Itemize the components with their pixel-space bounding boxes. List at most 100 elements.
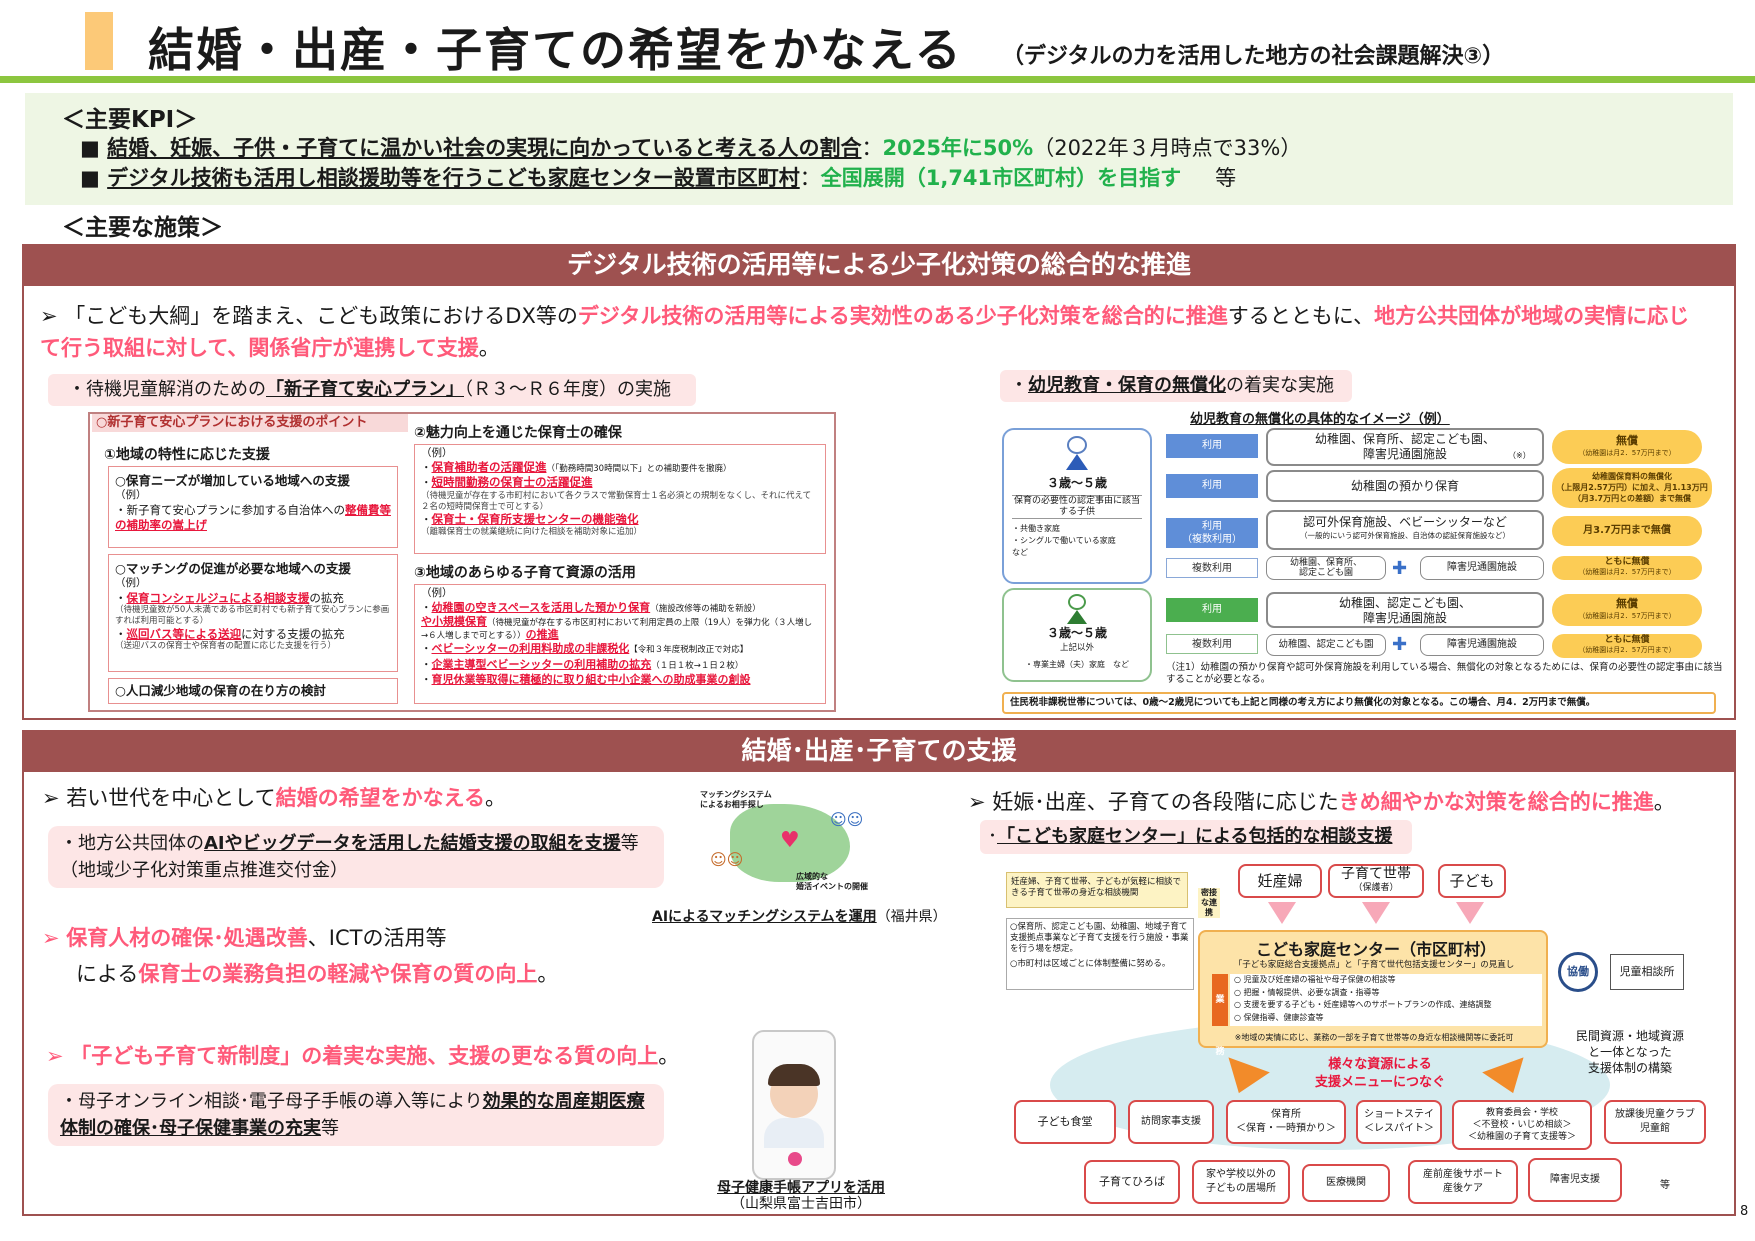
family-center-foot: ※地域の実情に応じ、業務の一部を子育て世帯等の身近な相談機関等に委託可 xyxy=(1234,1033,1514,1042)
use-arrow-2: 利用 xyxy=(1166,474,1258,498)
section-1-lead: ➢ 「こども大綱」を踏まえ、こども政策におけるDX等のデジタル技術の活用等による… xyxy=(40,304,1690,360)
free-figure-note: （注1）幼稚園の預かり保育や認可外保育施設を利用している場合、無償化の対象となる… xyxy=(1166,662,1723,685)
target-pregnant: 妊産婦 xyxy=(1238,864,1322,898)
page-subtitle: （デジタルの力を活用した地方の社会課題解決③） xyxy=(1002,44,1505,69)
row-4-facility-a: 幼稚園、保育所、 認定こども園 xyxy=(1266,556,1386,580)
use-arrow-3: 利用 （複数利用） xyxy=(1166,518,1258,548)
header-rule xyxy=(0,76,1755,83)
ai-matching-illustration: ♥ ☺☺ ☺☺ マッチングシステム によるお相手探し 広域的な 婚活イベントの開… xyxy=(700,790,868,891)
kpi-panel xyxy=(25,93,1733,205)
left-notes: ○保育所、認定こども園、幼稚園、地域子育て支援拠点事業など子育て支援を行う施設・… xyxy=(1006,918,1194,990)
app-caption: 母子健康手帳アプリを活用 （山梨県富士吉田市） xyxy=(717,1180,885,1212)
target-child: 子ども xyxy=(1438,864,1506,898)
people-icon: ☺☺ xyxy=(830,810,864,829)
cooperation-icon: 協働 xyxy=(1558,952,1598,992)
resource-postpartum: 産前産後サポート 産後ケア xyxy=(1408,1160,1518,1204)
free-label: ・幼児教育・保育の無償化の着実な実施 xyxy=(1000,370,1352,402)
person-icon xyxy=(1068,594,1086,610)
people-icon: ☺☺ xyxy=(710,850,744,869)
resource-school: 教育委員会・学校 ＜不登校・いじめ相談＞ ＜幼稚園の子育て支援等＞ xyxy=(1452,1100,1592,1150)
arrow-bullet-icon: ➢ xyxy=(968,790,993,814)
heart-icon: ♥ xyxy=(780,828,800,853)
plus-icon: ✚ xyxy=(1392,558,1408,579)
ai-matching-caption: AIによるマッチングシステムを運用（福井県） xyxy=(652,909,947,925)
row-5-facility: 幼稚園、認定こども園、 障害児通園施設 xyxy=(1266,592,1544,628)
row-2-facility: 幼稚園の預かり保育 xyxy=(1266,470,1544,502)
row-2-cost: 幼稚園保育料の無償化 （上限月2.57万円）に加え、月1.13万円 （月3.7万… xyxy=(1552,468,1712,508)
resource-home-help: 訪問家事支援 xyxy=(1128,1100,1214,1144)
page-number: 8 xyxy=(1740,1204,1749,1219)
measures-heading: ＜主要な施策＞ xyxy=(62,215,223,241)
kpi-item-2: ■ デジタル技術も活用し相談援助等を行うこども家庭センター設置市区町村：全国展開… xyxy=(80,166,1237,190)
resource-afterschool: 放課後児童クラブ 児童館 xyxy=(1604,1100,1706,1144)
local-consult-note: 妊産婦、子育て世帯、子どもが気軽に相談できる子育て世帯の身近な相談機関 xyxy=(1006,872,1188,908)
point-2-box: （例） ・保育補助者の活躍促進（「勤務時間30時間以下」との補助要件を撤廃） ・… xyxy=(414,444,826,554)
point-1c-box: ○人口減少地域の保育の在り方の検討 xyxy=(108,678,398,704)
section-1-bar: デジタル技術の活用等による少子化対策の総合的な推進 xyxy=(22,244,1736,286)
page-title: 結婚・出産・子育ての希望をかなえる xyxy=(148,23,963,77)
arrow-bullet-icon: ➢ xyxy=(42,926,67,950)
row-5-cost: 無償（幼稚園は月2．57万円まで） xyxy=(1552,594,1702,626)
resource-etc: 等 xyxy=(1660,1180,1670,1191)
duties-list: ○ 児童及び妊産婦の福祉や母子保健の相談等○ 把握・情報提供、必要な調査・指導等… xyxy=(1230,974,1542,1026)
resource-medical: 医療機関 xyxy=(1302,1164,1390,1202)
row-6-facility-a: 幼稚園、認定こども園 xyxy=(1266,634,1386,656)
point-2-title: ②魅力向上を通じた保育士の確保 xyxy=(414,425,622,441)
row-4-facility-b: 障害児通園施設 xyxy=(1420,556,1544,580)
age-group-1: ３歳～５歳 保育の必要性の認定事由に該当する子供 ・共働き家庭 ・シングルで働い… xyxy=(1002,428,1152,584)
video-call-body-icon xyxy=(764,1118,824,1148)
plus-icon: ✚ xyxy=(1392,634,1408,655)
row-1-cost: 無償（幼稚園は月2．57万円まで） xyxy=(1552,430,1702,464)
header-accent xyxy=(85,12,113,70)
person-body-icon xyxy=(1067,610,1087,624)
kpi-item-1: ■ 結婚、妊娠、子供・子育てに温かい社会の実現に向かっていると考える人の割合：2… xyxy=(80,136,1302,160)
resource-plaza: 子育てひろば xyxy=(1084,1160,1180,1204)
point-1b-box: ○マッチングの促進が必要な地域への支援 （例） ・保育コンシェルジュによる相談支… xyxy=(108,554,398,672)
row-6-facility-b: 障害児通園施設 xyxy=(1420,634,1544,656)
plan-label: ・待機児童解消のための「新子育て安心プラン」（Ｒ３～Ｒ６年度）の実施 xyxy=(48,374,696,406)
new-system-lead: ➢ 「子ども子育て新制度」の着実な実施、支援の更なる質の向上。 xyxy=(46,1044,680,1068)
person-icon xyxy=(1067,436,1087,454)
center-support-label: ･「こども家庭センター」による包括的な相談支援 xyxy=(980,820,1412,854)
bullet-square-icon: ■ xyxy=(80,136,108,160)
plan-box xyxy=(88,412,836,712)
resource-kids-place: 家や学校以外の 子どもの居場所 xyxy=(1192,1160,1290,1204)
resource-kids-cafeteria: 子ども食堂 xyxy=(1014,1100,1116,1144)
arrow-down-icon xyxy=(1456,902,1484,924)
phone-app-image xyxy=(752,1030,836,1180)
marriage-support-box: ・地方公共団体のAIやビッグデータを活用した結婚支援の取組を支援等（地域少子化対… xyxy=(48,826,664,888)
row-1-facility: 幼稚園、保育所、認定こども園、 障害児通園施設 xyxy=(1266,428,1544,466)
resource-short-stay: ショートステイ ＜レスパイト＞ xyxy=(1356,1100,1442,1144)
age-group-2: ３歳～５歳 上記以外 ・専業主婦（夫）家庭 など xyxy=(1002,588,1152,682)
family-center-sub: 「子ども家庭総合支援拠点」と「子育て世代包括支援センター」の見直し xyxy=(1233,960,1515,970)
use-arrow-6: 複数利用 xyxy=(1166,634,1258,654)
section-2-bar: 結婚･出産･子育ての支援 xyxy=(22,730,1736,772)
row-3-facility: 認可外保育施設、ベビーシッターなど （一般的にいう認可外保育施設、自治体の認証保… xyxy=(1266,510,1544,550)
point-3-box: （例） ・幼稚園の空きスペースを活用した預かり保育（施設改修等の補助を新設） や… xyxy=(414,584,826,704)
use-arrow-1: 利用 xyxy=(1166,434,1258,458)
arrow-bullet-icon: ➢ xyxy=(42,786,67,810)
prefecture-map-icon xyxy=(730,804,850,882)
bullet-square-icon: ■ xyxy=(80,166,108,190)
childcare-worker-lead: ➢ 保育人材の確保･処遇改善、ICTの活用等 による保育士の業務負担の軽減や保育… xyxy=(42,926,559,986)
plan-box-title: ○新子育て安心プランにおける支援のポイント xyxy=(92,414,408,432)
arrow-bullet-icon: ➢ xyxy=(46,1044,71,1068)
resource-disability: 障害児支援 xyxy=(1528,1158,1622,1202)
private-resources-note: 民間資源・地域資源 と一体となった 支援体制の構築 xyxy=(1575,1029,1684,1075)
point-1-title: ①地域の特性に応じた支援 xyxy=(104,447,270,463)
target-parents: 子育て世帯（保護者） xyxy=(1328,864,1424,898)
free-figure-title: 幼児教育の無償化の具体的なイメージ（例） xyxy=(1190,412,1450,427)
comprehensive-lead: ➢ 妊娠･出産、子育ての各段階に応じたきめ細やかな対策を総合的に推進。 xyxy=(968,790,1675,814)
row-6-cost: ともに無償（幼稚園は月2．57万円まで） xyxy=(1552,634,1702,658)
maternal-health-box: ・母子オンライン相談･電子母子手帳の導入等により効果的な周産期医療体制の確保･母… xyxy=(48,1084,664,1146)
family-center-title: こども家庭センター（市区町村） xyxy=(1256,940,1497,959)
use-arrow-5: 利用 xyxy=(1166,598,1258,622)
kpi-heading: ＜主要KPI＞ xyxy=(62,107,198,133)
row-4-cost: ともに無償（幼稚園は月2．57万円まで） xyxy=(1552,556,1702,580)
resource-message: 様々な資源による支援メニューにつなぐ xyxy=(1314,1057,1445,1090)
arrow-down-icon xyxy=(1362,902,1390,924)
use-arrow-4: 複数利用 xyxy=(1166,558,1258,578)
duties-label: 業務 xyxy=(1212,974,1228,1057)
end-call-icon xyxy=(788,1152,802,1166)
point-1a-box: ○保育ニーズが増加している地域への支援 （例） ・新子育て安心プランに参加する自… xyxy=(108,466,398,548)
